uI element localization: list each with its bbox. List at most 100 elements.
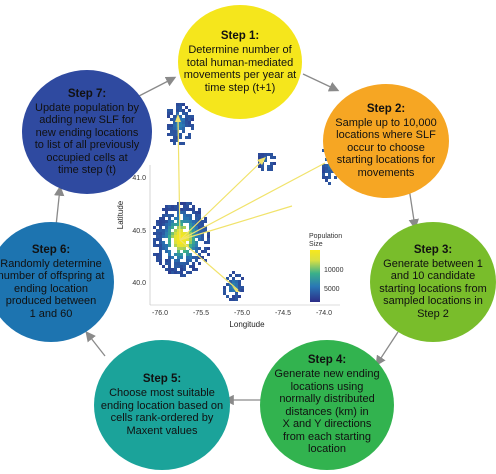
population-cell	[168, 226, 171, 229]
population-cell	[192, 241, 195, 244]
population-cell	[192, 256, 195, 259]
population-cell	[183, 235, 186, 238]
population-cell	[189, 226, 192, 229]
population-cell	[261, 156, 264, 159]
population-cell	[156, 256, 159, 259]
population-cell	[198, 235, 201, 238]
population-cell	[180, 220, 183, 223]
population-cell	[171, 232, 174, 235]
population-cell	[183, 220, 186, 223]
population-cell	[168, 220, 171, 223]
population-cell	[232, 289, 235, 292]
population-cell	[177, 217, 180, 220]
population-cell	[186, 220, 189, 223]
step-3-line: Generate between 1	[383, 257, 483, 270]
population-cell	[177, 232, 180, 235]
population-cell	[195, 241, 198, 244]
step-1-circle: Step 1: Determine number of total human-…	[178, 5, 302, 119]
population-cell	[168, 259, 171, 262]
population-cell	[171, 256, 174, 259]
population-cell	[177, 202, 180, 205]
population-cell	[183, 262, 186, 265]
population-cell	[182, 109, 185, 112]
population-cell	[241, 286, 244, 289]
population-cell	[168, 238, 171, 241]
y-tick-label: 40.0	[132, 280, 146, 287]
population-cell	[201, 220, 204, 223]
population-cell	[185, 118, 188, 121]
population-cell	[173, 142, 176, 145]
population-cell	[174, 217, 177, 220]
population-cell	[177, 256, 180, 259]
population-cell	[162, 217, 165, 220]
population-cell	[162, 247, 165, 250]
step-5-line: Maxent values	[126, 424, 198, 437]
population-cell	[188, 115, 191, 118]
population-cell	[177, 211, 180, 214]
population-cell	[232, 298, 235, 301]
population-cell	[183, 265, 186, 268]
arrow-step2-to-step3	[408, 187, 419, 230]
population-cell	[238, 286, 241, 289]
population-cell	[165, 208, 168, 211]
x-tick-label: -75.5	[193, 310, 209, 317]
population-cell	[165, 211, 168, 214]
population-cell	[167, 109, 170, 112]
population-cell	[195, 235, 198, 238]
population-cell	[201, 250, 204, 253]
population-cell	[180, 274, 183, 277]
population-cell	[168, 256, 171, 259]
step-7-line: new ending locations	[35, 126, 139, 139]
population-cell	[186, 244, 189, 247]
step-7-circle: Step 7: Update population by adding new …	[22, 70, 152, 194]
step-4-line: location	[308, 443, 346, 456]
movement-line	[179, 205, 293, 241]
population-cell	[195, 232, 198, 235]
population-cell	[156, 229, 159, 232]
population-cell	[177, 259, 180, 262]
population-cell	[226, 283, 229, 286]
population-cell	[334, 176, 337, 179]
population-cell	[232, 283, 235, 286]
population-cell	[188, 109, 191, 112]
arrow-step5-to-step6	[85, 330, 106, 357]
population-cell	[162, 244, 165, 247]
population-cell	[156, 259, 159, 262]
population-cell	[273, 156, 276, 159]
population-cell	[325, 167, 328, 170]
population-cell	[201, 223, 204, 226]
population-cell	[159, 220, 162, 223]
population-cell	[162, 241, 165, 244]
population-cell	[165, 226, 168, 229]
population-cell	[195, 259, 198, 262]
population-cell	[270, 153, 273, 156]
step-4-line: from each starting	[282, 430, 372, 443]
population-cell	[325, 170, 328, 173]
population-cell	[270, 162, 273, 165]
population-cell	[174, 271, 177, 274]
population-cell	[192, 205, 195, 208]
population-cell	[177, 271, 180, 274]
population-cell	[159, 244, 162, 247]
population-cell	[183, 244, 186, 247]
population-cell	[174, 259, 177, 262]
population-cell	[170, 124, 173, 127]
step-4-line: X and Y directions	[282, 418, 372, 431]
step-3-line: Step 2	[417, 307, 449, 320]
population-cell	[192, 268, 195, 271]
population-cell	[179, 133, 182, 136]
population-cell	[198, 229, 201, 232]
x-tick-label: -74.5	[275, 310, 291, 317]
population-cell	[186, 208, 189, 211]
population-cell	[176, 112, 179, 115]
population-cell	[173, 124, 176, 127]
population-cell	[182, 127, 185, 130]
population-cell	[183, 247, 186, 250]
population-cell	[258, 165, 261, 168]
population-cell	[170, 127, 173, 130]
population-cell	[325, 176, 328, 179]
x-tick-label: -76.0	[152, 310, 168, 317]
population-cell	[201, 229, 204, 232]
population-cell	[322, 173, 325, 176]
population-cell	[198, 238, 201, 241]
